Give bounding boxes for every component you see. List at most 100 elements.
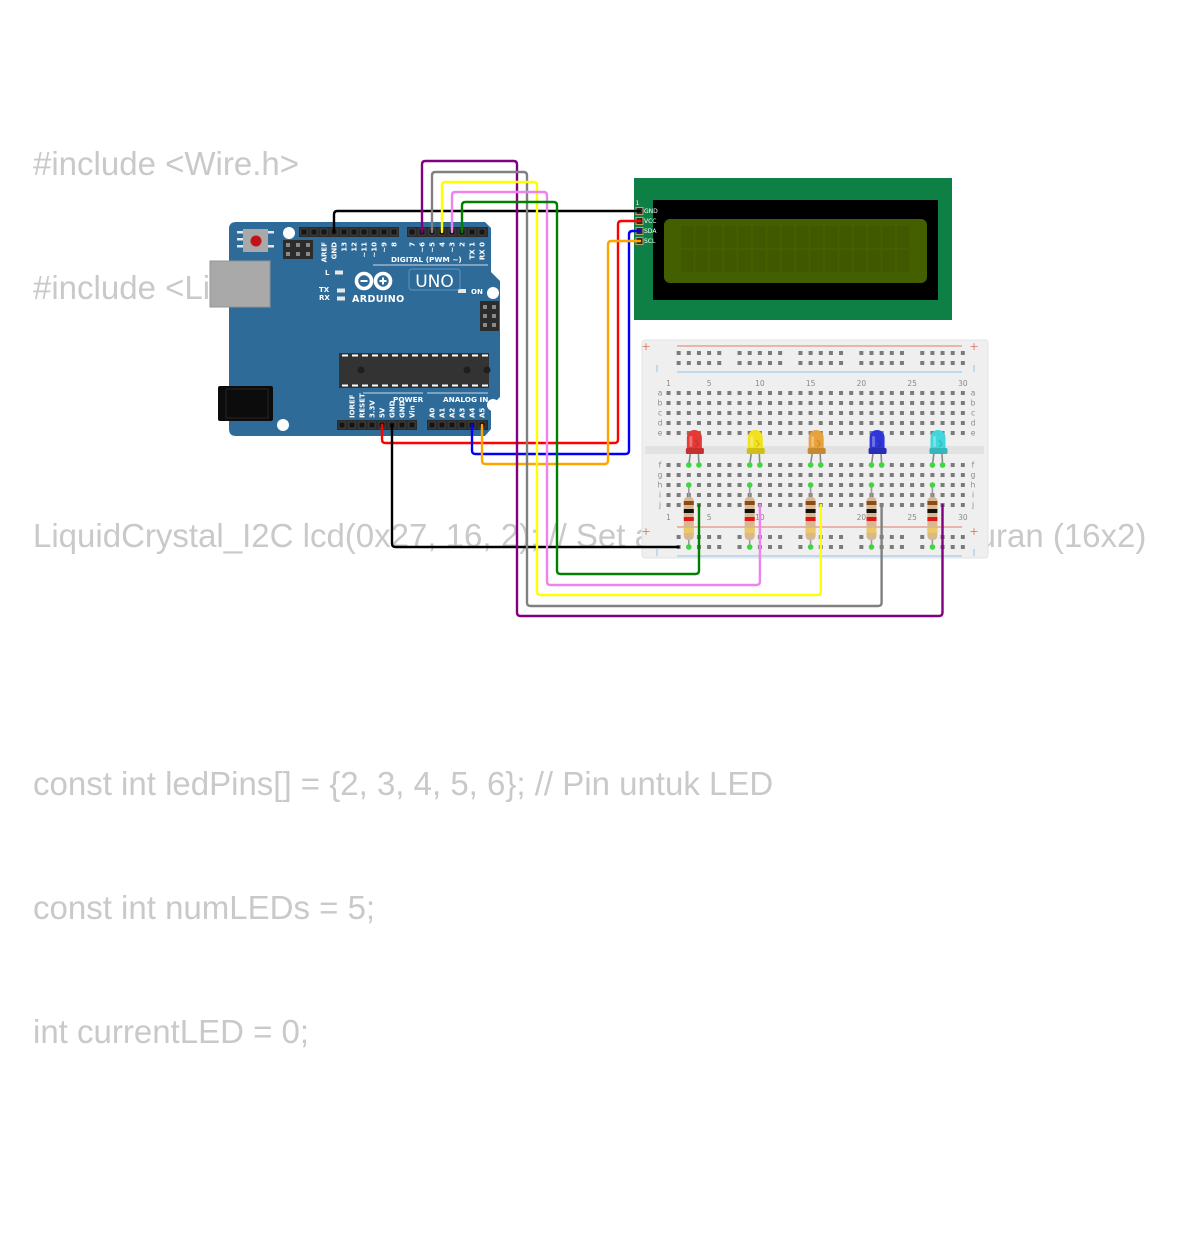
breadboard-hole[interactable] bbox=[666, 411, 671, 415]
breadboard-hole[interactable] bbox=[910, 401, 915, 405]
breadboard-hole[interactable] bbox=[768, 535, 772, 539]
wire[interactable] bbox=[380, 219, 642, 445]
breadboard-hole[interactable] bbox=[727, 411, 732, 415]
breadboard-hole[interactable] bbox=[808, 411, 813, 415]
resistor[interactable] bbox=[683, 482, 694, 550]
breadboard-hole[interactable] bbox=[910, 391, 915, 395]
breadboard-hole[interactable] bbox=[778, 431, 783, 435]
breadboard-hole[interactable] bbox=[737, 503, 742, 507]
breadboard-hole[interactable] bbox=[696, 401, 701, 405]
breadboard-hole[interactable] bbox=[686, 401, 691, 405]
breadboard-hole[interactable] bbox=[910, 463, 915, 467]
breadboard-hole[interactable] bbox=[818, 401, 823, 405]
breadboard-hole[interactable] bbox=[889, 535, 894, 539]
breadboard-hole[interactable] bbox=[879, 421, 884, 425]
breadboard-hole[interactable] bbox=[920, 351, 925, 355]
header-pin-socket[interactable] bbox=[360, 228, 368, 236]
breadboard-hole[interactable] bbox=[839, 463, 844, 467]
led[interactable] bbox=[868, 430, 887, 468]
breadboard-hole[interactable] bbox=[960, 421, 965, 425]
breadboard-hole[interactable] bbox=[920, 503, 925, 507]
breadboard-hole[interactable] bbox=[727, 463, 732, 467]
breadboard-hole[interactable] bbox=[707, 545, 712, 549]
breadboard-hole[interactable] bbox=[849, 493, 854, 497]
breadboard-hole[interactable] bbox=[828, 535, 833, 539]
breadboard-hole[interactable] bbox=[707, 493, 712, 497]
breadboard-hole[interactable] bbox=[798, 503, 803, 507]
breadboard-hole[interactable] bbox=[849, 463, 854, 467]
breadboard-hole[interactable] bbox=[930, 401, 935, 405]
breadboard-hole[interactable] bbox=[849, 421, 854, 425]
breadboard-hole[interactable] bbox=[798, 401, 803, 405]
breadboard-hole[interactable] bbox=[707, 401, 712, 405]
breadboard-hole[interactable] bbox=[798, 411, 803, 415]
breadboard-hole[interactable] bbox=[839, 535, 844, 539]
breadboard-hole[interactable] bbox=[737, 411, 742, 415]
breadboard-hole[interactable] bbox=[869, 361, 874, 365]
breadboard-hole[interactable] bbox=[747, 351, 752, 355]
breadboard-hole[interactable] bbox=[717, 351, 722, 355]
breadboard-hole[interactable] bbox=[798, 391, 803, 395]
breadboard-hole[interactable] bbox=[950, 473, 955, 477]
breadboard-hole[interactable] bbox=[828, 483, 833, 487]
breadboard-hole[interactable] bbox=[920, 421, 925, 425]
breadboard-hole[interactable] bbox=[910, 421, 915, 425]
breadboard-hole[interactable] bbox=[676, 503, 681, 507]
breadboard-hole[interactable] bbox=[778, 401, 783, 405]
breadboard-hole[interactable] bbox=[960, 473, 965, 477]
breadboard-hole[interactable] bbox=[717, 421, 722, 425]
breadboard-hole[interactable] bbox=[818, 473, 823, 477]
breadboard-hole[interactable] bbox=[757, 351, 762, 355]
breadboard-hole[interactable] bbox=[778, 545, 783, 549]
breadboard-hole[interactable] bbox=[960, 483, 965, 487]
breadboard-hole[interactable] bbox=[910, 431, 915, 435]
breadboard-hole[interactable] bbox=[950, 411, 955, 415]
breadboard-hole[interactable] bbox=[950, 401, 955, 405]
breadboard-hole[interactable] bbox=[768, 473, 772, 477]
breadboard-hole[interactable] bbox=[676, 361, 681, 365]
breadboard-hole[interactable] bbox=[879, 391, 884, 395]
breadboard-hole[interactable] bbox=[849, 401, 854, 405]
breadboard-hole[interactable] bbox=[707, 361, 712, 365]
breadboard-hole[interactable] bbox=[768, 483, 772, 487]
breadboard-hole[interactable] bbox=[920, 473, 925, 477]
breadboard-hole[interactable] bbox=[889, 483, 894, 487]
breadboard-hole[interactable] bbox=[910, 483, 915, 487]
header-pin-socket[interactable] bbox=[478, 228, 486, 236]
breadboard-hole[interactable] bbox=[717, 493, 722, 497]
breadboard-hole[interactable] bbox=[950, 351, 955, 355]
breadboard-hole[interactable] bbox=[828, 391, 833, 395]
header-pin-socket[interactable] bbox=[398, 421, 406, 429]
breadboard-hole[interactable] bbox=[727, 421, 732, 425]
reset-button-cap[interactable] bbox=[250, 235, 262, 247]
breadboard-hole[interactable] bbox=[960, 351, 965, 355]
breadboard-hole[interactable] bbox=[889, 391, 894, 395]
breadboard-hole[interactable] bbox=[828, 493, 833, 497]
breadboard-hole[interactable] bbox=[920, 463, 925, 467]
breadboard-hole[interactable] bbox=[859, 401, 864, 405]
breadboard-hole[interactable] bbox=[676, 351, 681, 355]
breadboard-hole[interactable] bbox=[727, 431, 732, 435]
breadboard-hole[interactable] bbox=[707, 503, 712, 507]
breadboard-hole[interactable] bbox=[666, 421, 671, 425]
breadboard-hole[interactable] bbox=[828, 361, 833, 365]
breadboard-hole[interactable] bbox=[899, 351, 904, 355]
breadboard-hole[interactable] bbox=[920, 483, 925, 487]
breadboard-hole[interactable] bbox=[960, 503, 965, 507]
breadboard-hole[interactable] bbox=[768, 545, 772, 549]
breadboard-hole[interactable] bbox=[788, 411, 793, 415]
breadboard-hole[interactable] bbox=[717, 391, 722, 395]
breadboard-hole[interactable] bbox=[899, 463, 904, 467]
breadboard-hole[interactable] bbox=[666, 473, 671, 477]
breadboard-hole[interactable] bbox=[798, 351, 803, 355]
breadboard-hole[interactable] bbox=[950, 431, 955, 435]
breadboard-hole[interactable] bbox=[869, 473, 874, 477]
breadboard-hole[interactable] bbox=[930, 351, 935, 355]
breadboard-hole[interactable] bbox=[889, 463, 894, 467]
breadboard-hole[interactable] bbox=[889, 411, 894, 415]
breadboard-hole[interactable] bbox=[707, 391, 712, 395]
breadboard-hole[interactable] bbox=[910, 493, 915, 497]
breadboard-hole[interactable] bbox=[747, 401, 752, 405]
breadboard-hole[interactable] bbox=[666, 493, 671, 497]
breadboard-hole[interactable] bbox=[879, 411, 884, 415]
